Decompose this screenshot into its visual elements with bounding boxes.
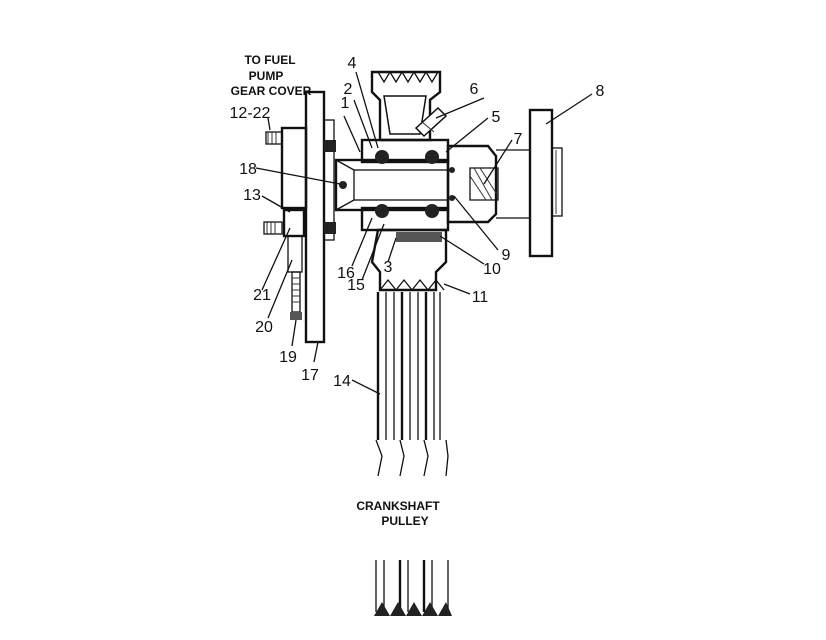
callout-17: 17: [301, 367, 319, 384]
crankshaft-pulley-caption: CRANKSHAFT PULLEY: [356, 499, 440, 528]
mounting-flange: [528, 108, 563, 258]
bracket-assembly: [263, 126, 308, 320]
callout-1: 1: [341, 95, 350, 112]
callout-2: 2: [344, 81, 353, 98]
callout-4: 4: [348, 55, 357, 72]
callout-7: 7: [514, 131, 523, 148]
callout-3: 3: [384, 259, 393, 276]
fuel-pump-caption-line2: PUMP: [249, 69, 284, 83]
idler-pulley: [360, 70, 450, 292]
callout-8: 8: [596, 83, 605, 100]
callout-19: 19: [279, 349, 297, 366]
callout-5: 5: [492, 109, 501, 126]
callout-15: 15: [347, 277, 365, 294]
crankshaft-caption-line1: CRANKSHAFT: [356, 499, 440, 513]
end-cap-housing: [446, 144, 530, 224]
fuel-pump-caption-line1: TO FUEL: [244, 53, 295, 67]
gear-cover-plate: [304, 90, 336, 344]
idler-shaft: [334, 158, 450, 212]
crankshaft-pulley: [374, 560, 452, 616]
callout-6: 6: [470, 81, 479, 98]
callout-numbers: 1 2 3 4 5 6 7 8 9 10 11 12-22 13 14 15 1…: [230, 55, 605, 390]
crankshaft-caption-line2: PULLEY: [381, 514, 428, 528]
callout-9: 9: [502, 247, 511, 264]
callout-10: 10: [483, 261, 501, 278]
callout-12-22: 12-22: [230, 105, 271, 122]
callout-14: 14: [333, 373, 351, 390]
callout-13: 13: [243, 187, 261, 204]
drive-belts: [375, 292, 449, 477]
callout-20: 20: [255, 319, 273, 336]
fuel-pump-caption-line3: GEAR COVER: [231, 84, 312, 98]
leader-lines: [255, 71, 593, 395]
fuel-pump-caption: TO FUEL PUMP GEAR COVER: [231, 53, 312, 98]
callout-18: 18: [239, 161, 257, 178]
callout-21: 21: [253, 287, 271, 304]
callout-11: 11: [472, 289, 489, 306]
callout-16: 16: [337, 265, 355, 282]
